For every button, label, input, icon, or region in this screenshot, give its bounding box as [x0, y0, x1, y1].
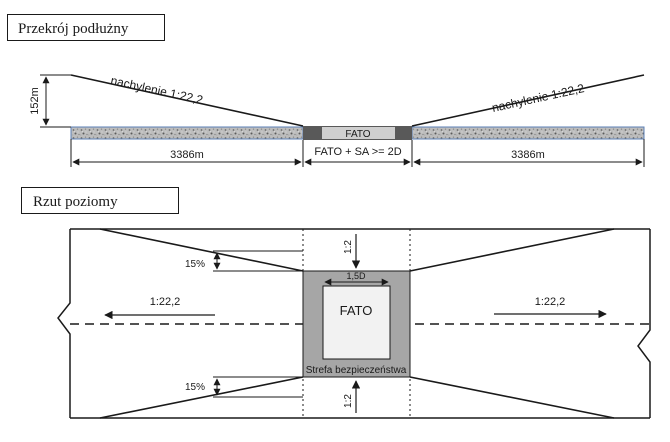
distance-label-left: 3386m: [170, 149, 204, 161]
slope-line-left: [70, 74, 304, 127]
bottom-ratio-label: 1:2: [343, 394, 354, 408]
strip-right: [411, 126, 645, 140]
section-label-plan: Rzut poziomy: [21, 187, 179, 214]
height-label: 152m: [29, 87, 41, 115]
safety-zone-label: Strefa bezpieczeństwa: [306, 365, 407, 376]
distance-label-right: 3386m: [511, 149, 545, 161]
section-label-plan-text: Rzut poziomy: [33, 194, 118, 210]
splay-line-top-left: [99, 228, 304, 272]
plan-outline-left: [57, 229, 71, 418]
section-label-longitudinal: Przekrój podłużny: [7, 14, 165, 41]
splay-line-bottom-right: [409, 376, 615, 419]
profile-fato: [322, 127, 395, 139]
slope-line-right: [411, 74, 645, 127]
top-pct-label: 15%: [185, 259, 205, 270]
fato-sa-label: FATO + SA >= 2D: [314, 146, 401, 158]
plan-view: FATO 1,5D Strefa bezpieczeństwa 1:2 1:2 …: [57, 228, 651, 419]
fato-width-label: 1,5D: [346, 271, 366, 281]
top-ratio-label: 1:2: [343, 240, 354, 254]
plan-outline-right: [637, 229, 651, 418]
plan-slope-label-left: 1:22,2: [150, 296, 181, 308]
fato-area: [322, 285, 391, 360]
slope-label-left: nachylenie 1:22,2: [109, 73, 204, 107]
plan-slope-label-right: 1:22,2: [535, 296, 566, 308]
strip-left: [70, 126, 304, 140]
plan-fato-label: FATO: [340, 303, 373, 318]
longitudinal-profile: FATO nachylenie 1:22,2 nachylenie 1:22,2…: [29, 73, 645, 167]
splay-line-bottom-left: [99, 376, 304, 419]
splay-line-top-right: [409, 228, 615, 272]
section-label-longitudinal-text: Przekrój podłużny: [18, 21, 129, 37]
slope-label-right: nachylenie 1:22,2: [491, 81, 586, 115]
bottom-pct-label: 15%: [185, 382, 205, 393]
profile-fato-label: FATO: [345, 129, 370, 140]
